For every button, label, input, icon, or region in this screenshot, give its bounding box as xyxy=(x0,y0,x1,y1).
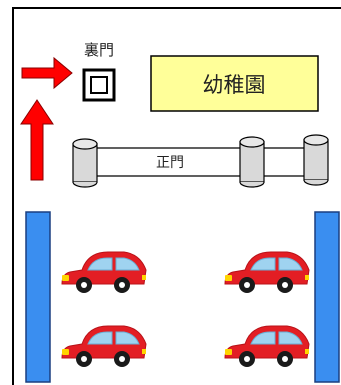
gate-pillar-middle xyxy=(239,136,265,188)
car-icon xyxy=(61,251,147,294)
parking-bar-right xyxy=(314,211,340,383)
gate-pillar-left xyxy=(72,138,98,188)
right-arrow-icon xyxy=(21,56,73,90)
car-icon xyxy=(224,251,310,294)
parking-bar-left xyxy=(25,211,51,383)
car-icon xyxy=(61,325,147,368)
kindergarten-label: 幼稚園 xyxy=(203,73,266,97)
car-icon xyxy=(224,325,310,368)
site-boundary-line xyxy=(12,7,341,385)
up-arrow-icon xyxy=(20,99,54,181)
back-gate-square-icon xyxy=(82,68,116,102)
main-gate-rails xyxy=(85,147,316,177)
gate-pillar-right xyxy=(303,134,329,186)
kindergarten-building xyxy=(150,55,319,112)
back-gate-label: 裏門 xyxy=(84,41,114,59)
main-gate-label: 正門 xyxy=(156,155,184,171)
